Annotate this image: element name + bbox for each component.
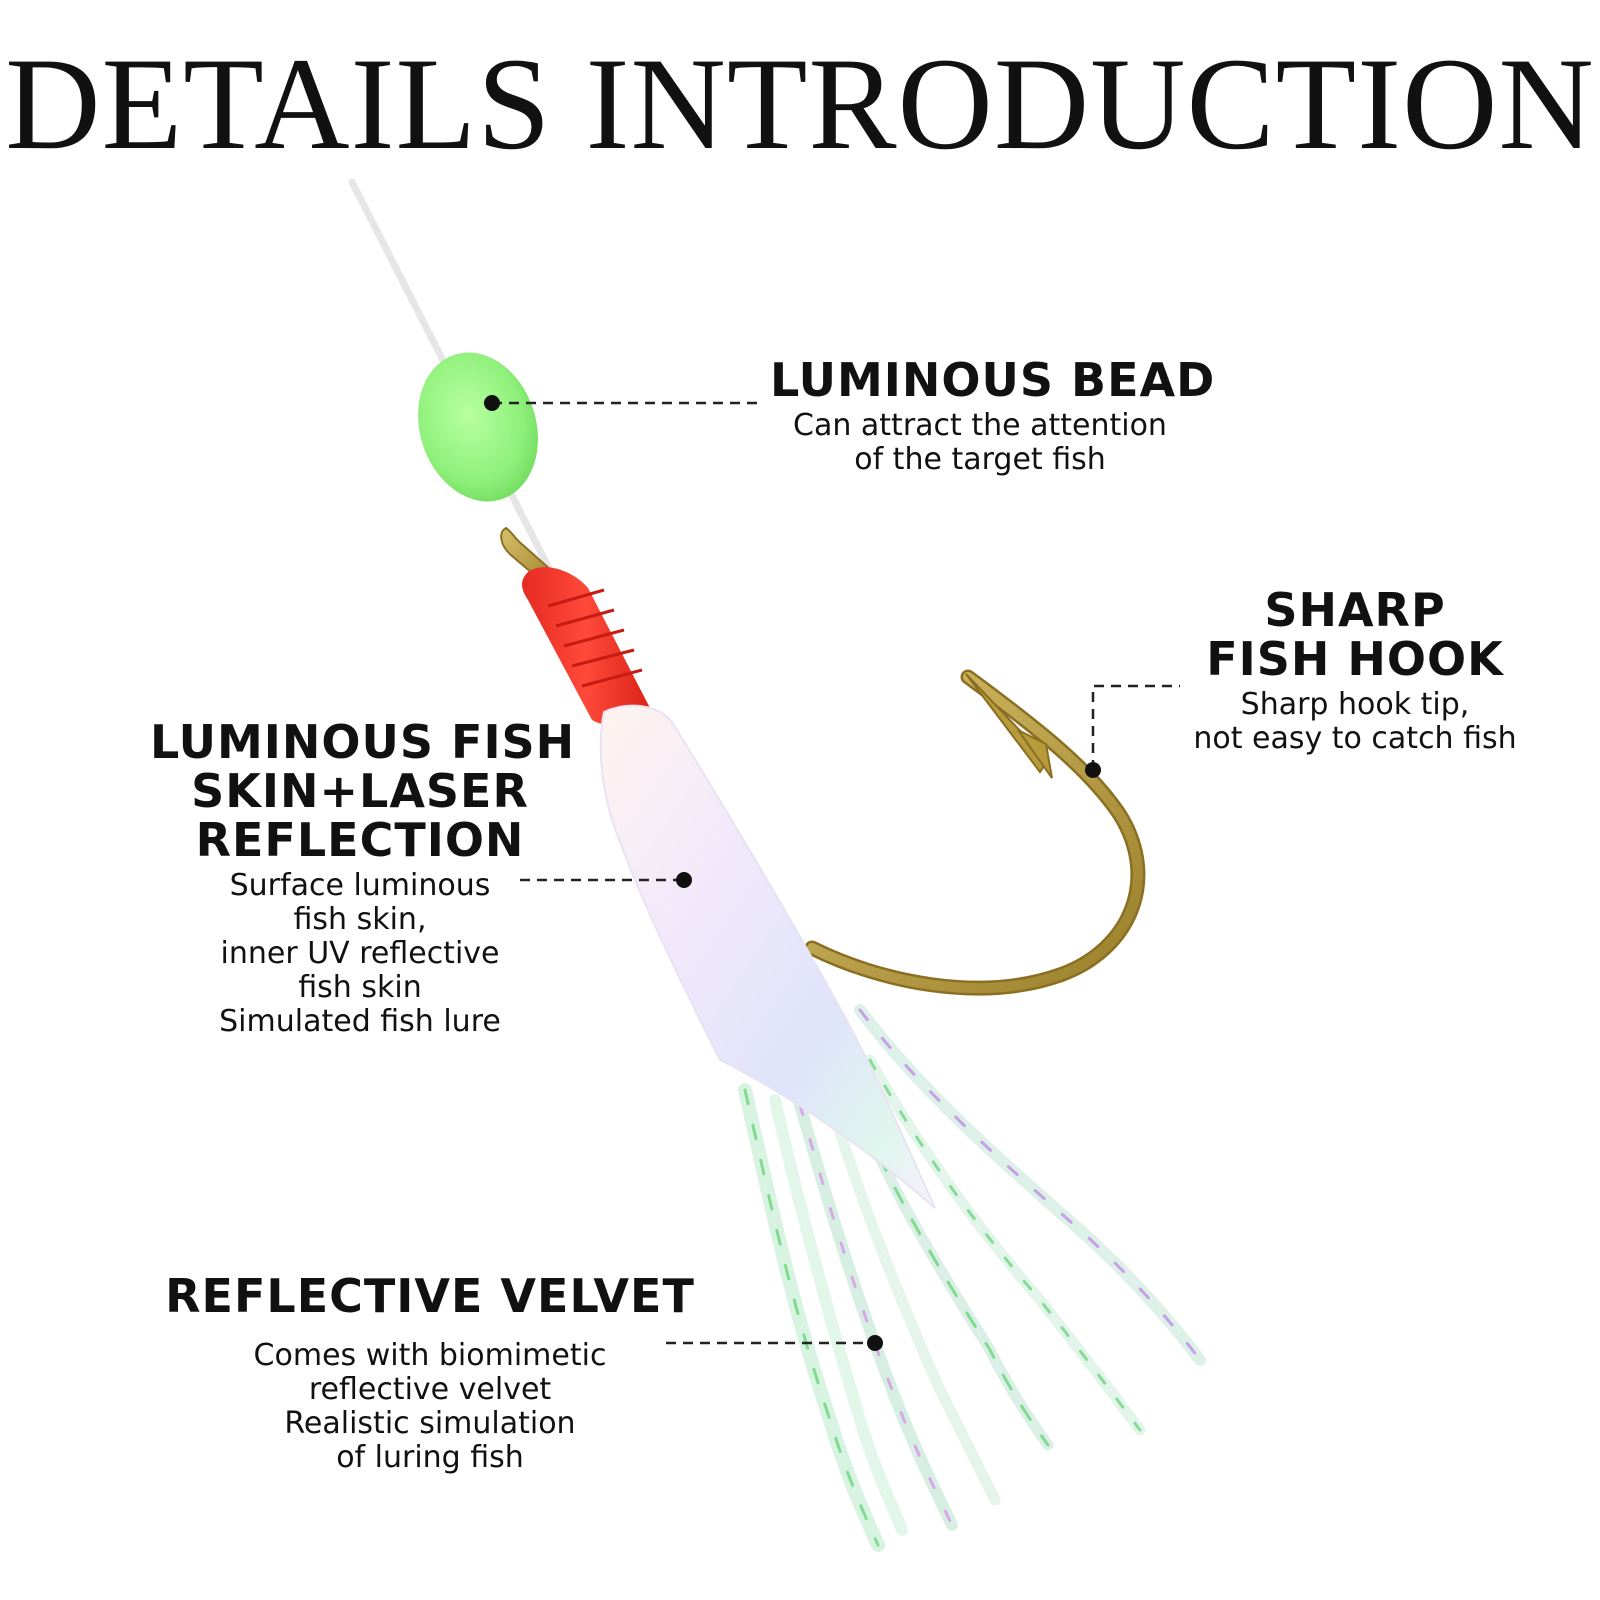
hook-leader-dot	[1085, 762, 1101, 778]
bead-leader-dot	[484, 395, 500, 411]
callout-heading: SHARP	[1264, 583, 1446, 637]
callout-sharp-fish-hook: SHARP FISH HOOK Sharp hook tip, not easy…	[1165, 586, 1545, 756]
callout-heading: REFLECTION	[195, 813, 525, 867]
red-thread-wrap	[522, 567, 650, 726]
callout-desc-line: Realistic simulation	[284, 1406, 576, 1441]
callout-desc-line: inner UV reflective	[220, 936, 500, 971]
callout-desc-line: of the target fish	[854, 442, 1106, 477]
callout-luminous-bead: LUMINOUS BEAD Can attract the attention …	[770, 353, 1216, 477]
velvet-leader-dot	[867, 1335, 883, 1351]
callout-heading: LUMINOUS FISH	[150, 715, 576, 769]
skin-leader-dot	[676, 872, 692, 888]
callout-luminous-fish-skin: LUMINOUS FISH SKIN+LASER REFLECTION Surf…	[150, 715, 576, 1039]
callout-desc-line: of luring fish	[336, 1440, 524, 1475]
callout-desc-line: fish skin	[298, 970, 422, 1005]
callout-desc-line: Sharp hook tip,	[1240, 687, 1470, 722]
callout-desc-line: Surface luminous	[229, 868, 491, 903]
callout-desc-line: fish skin,	[293, 902, 427, 937]
callout-desc-line: Comes with biomimetic	[253, 1338, 607, 1373]
callout-leaders	[484, 395, 1180, 1351]
callout-reflective-velvet: REFLECTIVE VELVET Comes with biomimetic …	[150, 1272, 710, 1475]
callout-desc-line: Can attract the attention	[793, 408, 1167, 443]
callout-heading: FISH HOOK	[1206, 632, 1504, 686]
luminous-bead	[418, 352, 538, 502]
page-title: DETAILS INTRODUCTION	[5, 30, 1595, 177]
luminous-fish-skin	[599, 704, 936, 1209]
hook-leader-line	[1091, 684, 1180, 770]
callout-heading: REFLECTIVE VELVET	[165, 1269, 695, 1323]
reflective-velvet-strands	[738, 1004, 1206, 1552]
callout-desc-line: reflective velvet	[308, 1372, 552, 1407]
callout-desc-line: Simulated fish lure	[219, 1004, 501, 1039]
callout-heading: LUMINOUS BEAD	[770, 353, 1216, 407]
fish-hook	[804, 669, 1146, 996]
callout-heading: SKIN+LASER	[191, 764, 529, 818]
callout-desc-line: not easy to catch fish	[1193, 721, 1517, 756]
